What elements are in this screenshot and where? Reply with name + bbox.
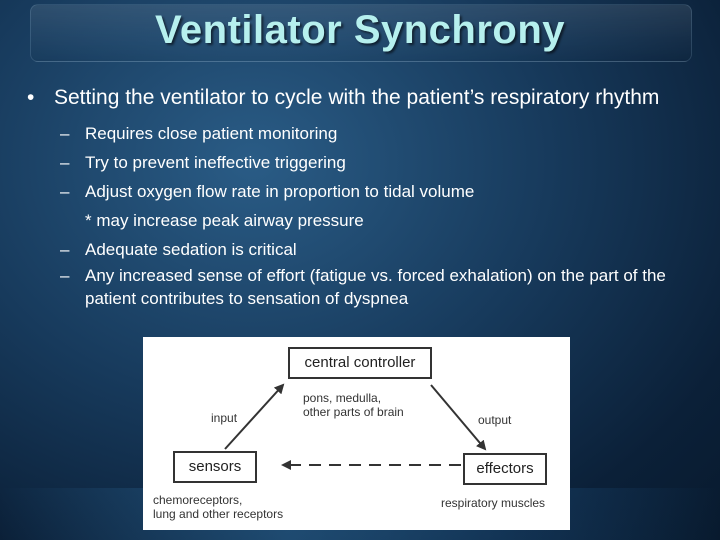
subbullet-item: – Try to prevent ineffective triggering (24, 148, 704, 177)
subbullet-item: – Adjust oxygen flow rate in proportion … (24, 177, 704, 206)
controller-note-line1: pons, medulla, (303, 391, 382, 405)
dash-mark: – (60, 124, 70, 143)
sensors-note-line1: chemoreceptors, (153, 493, 243, 507)
respiratory-control-diagram: central controller pons, medulla, other … (143, 337, 570, 530)
dash-mark: – (60, 266, 70, 285)
effectors-box: effectors (463, 453, 547, 485)
subbullet-item: – Adequate sedation is critical (24, 235, 704, 264)
subbullet-text: Any increased sense of effort (fatigue v… (85, 266, 666, 308)
bullet-mark: • (27, 86, 35, 109)
dash-mark: – (60, 240, 70, 259)
slide-title: Ventilator Synchrony (154, 8, 566, 52)
input-label: input (211, 411, 238, 425)
subbullet-text: Adequate sedation is critical (85, 240, 297, 259)
output-label: output (478, 413, 512, 427)
central-controller-label: central controller (304, 354, 416, 371)
effectors-label: effectors (476, 460, 534, 477)
bullet-main-text: Setting the ventilator to cycle with the… (54, 86, 660, 109)
sensors-label: sensors (188, 458, 242, 475)
output-arrow (430, 384, 487, 451)
subbullet-item: – Requires close patient monitoring (24, 119, 704, 148)
effectors-note: respiratory muscles (441, 496, 546, 510)
input-arrow (224, 383, 285, 450)
sensors-note-line2: lung and other receptors (153, 507, 284, 521)
central-controller-box: central controller (288, 347, 432, 379)
bullet-main: • Setting the ventilator to cycle with t… (24, 84, 704, 111)
title-bar (30, 4, 692, 62)
subbullet-continuation: * may increase peak airway pressure (85, 211, 364, 230)
controller-note: pons, medulla, other parts of brain (303, 391, 433, 419)
sensors-box: sensors (173, 451, 257, 483)
controller-note-line2: other parts of brain (303, 405, 404, 419)
subbullet-text: Requires close patient monitoring (85, 124, 338, 143)
sensors-note: chemoreceptors, lung and other receptors (153, 493, 283, 521)
diagram-arrows (224, 383, 487, 470)
dash-mark: – (60, 182, 70, 201)
bullet-list: • Setting the ventilator to cycle with t… (24, 84, 704, 310)
subbullet-text: Try to prevent ineffective triggering (85, 153, 346, 172)
subbullet-list: – Requires close patient monitoring – Tr… (24, 119, 704, 310)
dash-mark: – (60, 153, 70, 172)
subbullet-text: Adjust oxygen flow rate in proportion to… (85, 182, 475, 201)
subbullet-item: – Any increased sense of effort (fatigue… (24, 264, 704, 310)
